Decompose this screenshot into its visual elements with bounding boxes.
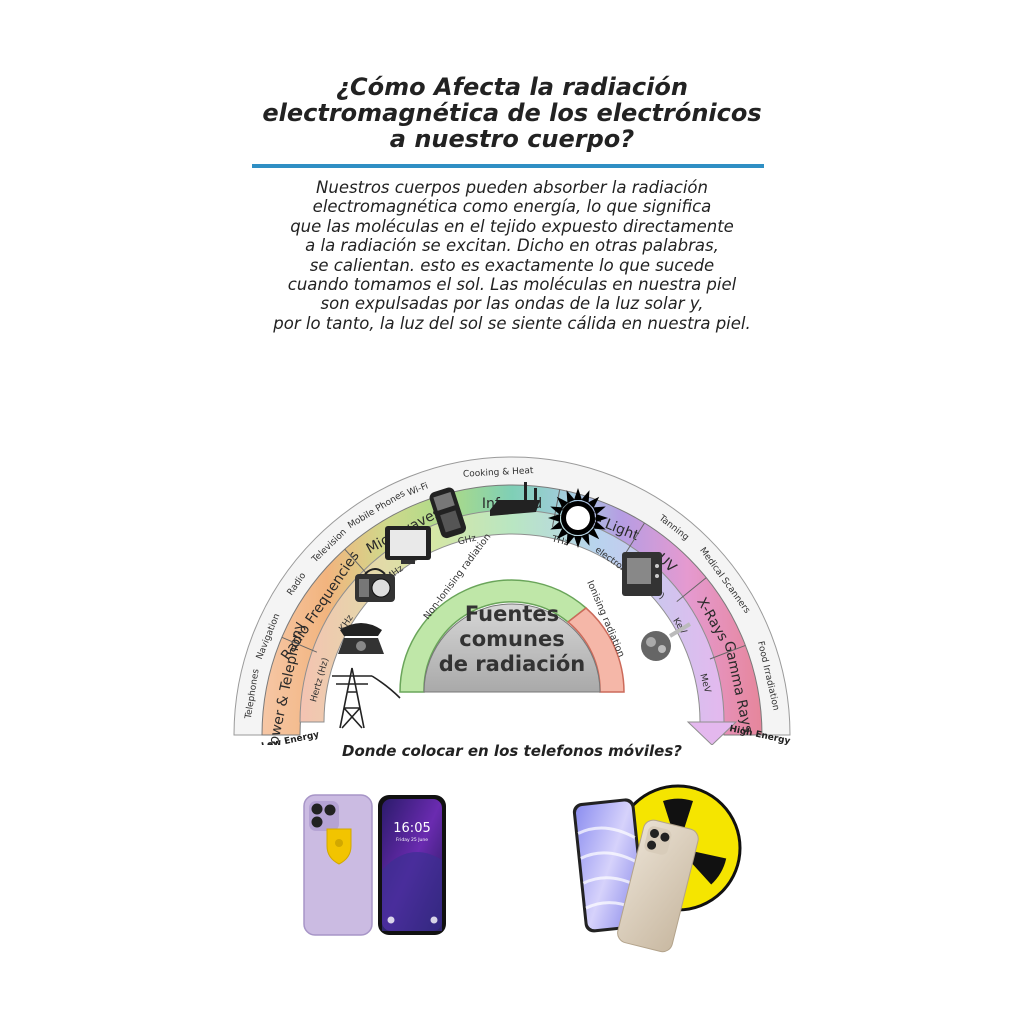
sun-icon [548,488,608,548]
center-hub [423,603,601,693]
energy-arrowhead [686,721,738,745]
title-divider [252,164,764,168]
placement-question: Donde colocar en los telefonos móviles? [342,742,682,760]
title-line: ¿Cómo Afecta la radiación [336,73,688,101]
camera-shortcut-icon [387,916,395,924]
phone-back-gold [617,819,699,953]
intro-line: por lo tanto, la luz del sol se siente c… [273,313,751,333]
energy-unit-label: GHz [457,534,478,548]
particle-icon [641,622,692,661]
title-line: a nuestro cuerpo? [389,125,635,153]
intro-line: son expulsadas por las ondas de la luz s… [320,294,704,314]
intro-line: a la radiación se excitan. Dicho en otra… [305,236,719,256]
spectrum-divider [623,522,645,556]
spectrum-divider [709,644,746,660]
intro-line: electromagnética como energía, lo que si… [312,197,712,217]
use-label: Cooking & Heat [463,466,534,480]
microwave-oven-icon [622,552,662,596]
spectrum-divider [676,577,707,602]
spectrum-divider [281,636,318,653]
intro-line: que las moléculas en el tejido expuesto … [290,216,734,236]
radiation-spectrum-diagram: Fuentes comunes de radiación Non-Ionisin… [233,456,791,745]
intro-paragraph: Nuestros cuerpos pueden absorber la radi… [0,178,1024,333]
phone-placement-illustrations: 16:05 Friday 25 June [303,784,742,953]
page-title: ¿Cómo Afecta la radiación electromagnéti… [0,74,1024,152]
radio-icon [355,568,395,602]
television-icon [385,526,431,564]
energy-unit-label: THz [550,534,570,548]
phone-shortcut-icon [430,916,438,924]
hub-line: comunes [459,627,564,651]
wifi-router-icon [490,482,540,516]
hub-line: de radiación [439,652,586,676]
power-tower-icon [332,667,401,729]
intro-line: Nuestros cuerpos pueden absorber la radi… [316,178,708,197]
intro-line: cuando tomamos el sol. Las moléculas en … [287,275,737,295]
title-line: electromagnética de los electrónicos [262,99,762,127]
hub-line: Fuentes [465,602,559,626]
mobile-phone-icon [429,487,466,539]
phone-back-with-shield [303,794,373,936]
telephone-icon [338,623,384,654]
lock-screen-time: 16:05 [393,821,430,836]
intro-line: se calientan. esto es exactamente lo que… [309,255,715,275]
lock-screen-date: Friday 25 June [396,837,428,843]
phone-front-screen: 16:05 Friday 25 June [378,795,446,935]
